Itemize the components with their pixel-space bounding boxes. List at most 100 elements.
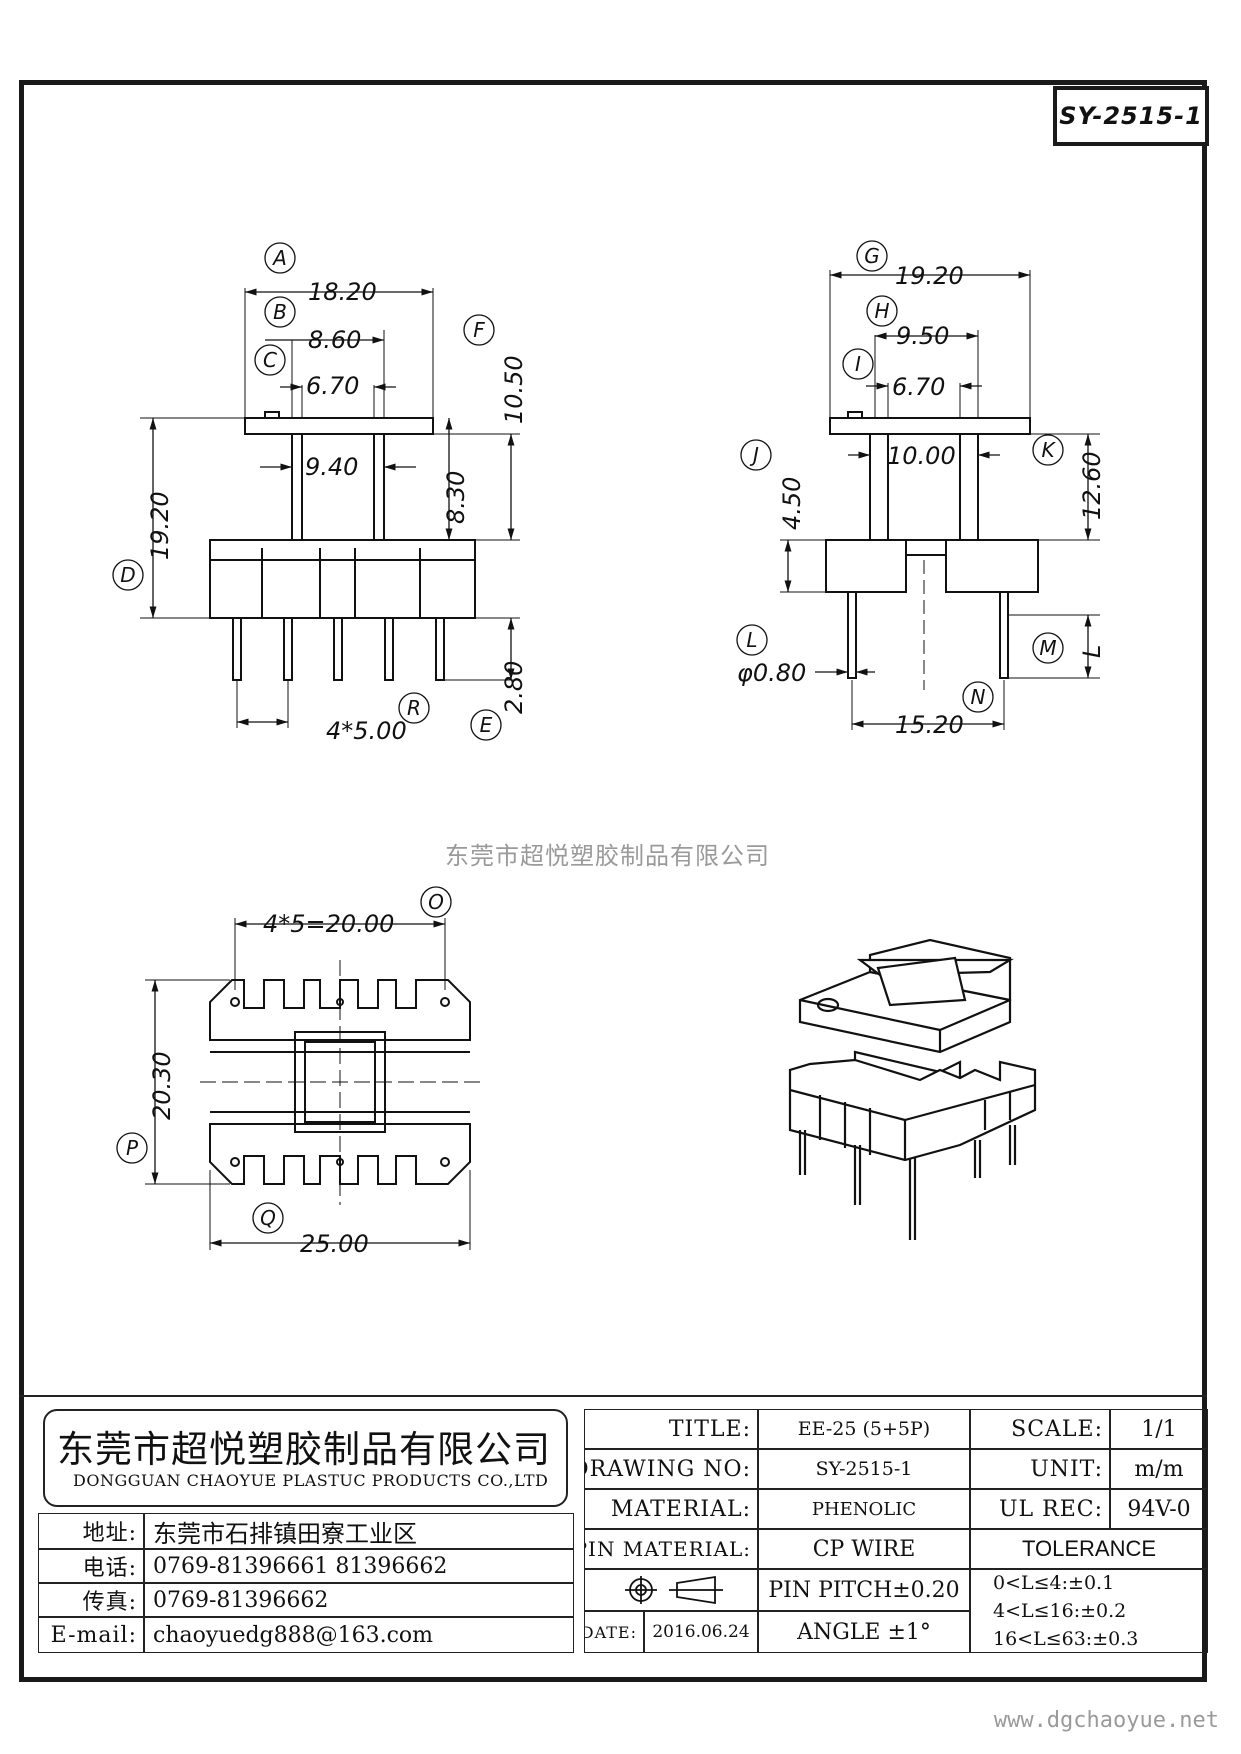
dim-A: 18.20 [308,278,377,306]
balloon-letter: C [263,348,277,372]
balloon-G: G [856,240,888,272]
front-base [209,539,476,619]
side-bobbin-core [869,433,979,541]
drawing-frame [19,80,1207,1682]
drawing-code: SY-2515-1 [1059,102,1203,130]
balloon-letter: R [407,696,421,720]
pin-material-value: CP WIRE [758,1529,970,1569]
angle-tolerance: ANGLE ±1° [758,1611,970,1653]
balloon-H: H [866,295,898,327]
unit-value: m/m [1110,1449,1208,1489]
isometric-view [788,938,1037,1240]
scale-label: SCALE: [970,1409,1110,1449]
balloon-letter: G [864,244,880,268]
fax-value: 0769-81396662 [144,1583,574,1617]
company-name-cn: 东莞市超悦塑胶制品有限公司 [57,1428,551,1471]
balloon-letter: Q [260,1206,276,1230]
front-pin [435,617,445,681]
side-pin [847,591,857,679]
balloon-letter: B [273,300,287,324]
watermark: 东莞市超悦塑胶制品有限公司 [445,842,770,870]
top-view [145,918,480,1250]
website: www.dgchaoyue.net [993,1708,1219,1733]
side-base-left [825,539,907,593]
front-pin [283,617,293,681]
side-base-right [945,539,1039,593]
dim-inner-front: 9.40 [305,453,358,481]
fax-label: 传真: [38,1583,144,1617]
front-bobbin-core [291,433,385,541]
tolerance-row: 0<L≤4:±0.1 [993,1572,1115,1594]
front-view [140,288,520,728]
balloon-letter: D [120,563,135,587]
dim-inner-side: 10.00 [887,442,956,470]
balloon-letter: N [971,685,986,709]
balloon-A: A [264,242,296,274]
date-value: 2016.06.24 [644,1611,758,1653]
balloon-F: F [463,314,495,346]
first-angle-projection-icon [625,1575,723,1605]
side-pin [999,591,1009,679]
unit-label: UNIT: [970,1449,1110,1489]
pin-material-label: PIN MATERIAL: [584,1529,758,1569]
phone-value: 0769-81396661 81396662 [144,1549,574,1583]
dim-E: 2.80 [500,661,528,714]
drawing-code-box: SY-2515-1 [1053,86,1209,146]
dim-L: φ0.80 [737,659,806,687]
dim-H: 9.50 [896,322,949,350]
phone-label: 电话: [38,1549,144,1583]
material-value: PHENOLIC [758,1489,970,1529]
email-label: E-mail: [38,1617,144,1653]
dim-O: 4*5=20.00 [263,910,394,938]
dim-P: 20.30 [148,1051,176,1120]
balloon-letter: F [473,318,485,342]
email-value: chaoyuedg888@163.com [144,1617,574,1653]
balloon-letter: H [874,299,889,323]
balloon-P: P [116,1132,148,1164]
title-block-top-rule [19,1395,1207,1397]
title-block: 东莞市超悦塑胶制品有限公司 DONGGUAN CHAOYUE PLASTUC P… [19,1395,1208,1675]
balloon-J: J [740,439,772,471]
company-box: 东莞市超悦塑胶制品有限公司 DONGGUAN CHAOYUE PLASTUC P… [43,1409,568,1507]
front-pin [384,617,394,681]
dim-Q: 25.00 [300,1230,369,1258]
dim-C: 6.70 [306,372,359,400]
dim-F: 10.50 [500,355,528,424]
balloon-letter: L [746,628,757,652]
balloon-letter: P [126,1136,139,1160]
balloon-letter: M [1039,636,1056,660]
date-label: DATE: [584,1611,644,1653]
balloon-K: K [1032,434,1064,466]
address-value: 东莞市石排镇田寮工业区 [144,1513,574,1549]
pin-pitch: PIN PITCH±0.20 [758,1569,970,1611]
tolerance-row: 16<L≤63:±0.3 [993,1628,1139,1650]
balloon-D: D [112,559,144,591]
dim-front-h2: 8.30 [442,471,470,524]
dim-K: 12.60 [1078,451,1106,520]
dimension-labels: 18.20 8.60 6.70 9.40 4*5.00 19.20 10.50 … [146,262,1106,1258]
balloon-letter: O [428,890,444,914]
balloon-N: N [962,681,994,713]
balloon-C: C [254,344,286,376]
side-view [780,270,1100,730]
balloon-letter: K [1041,438,1056,462]
balloon-L: L [736,624,768,656]
front-pin [333,617,343,681]
dim-M: L [1078,645,1106,658]
title-label: TITLE: [584,1409,758,1449]
balloon-E: E [470,709,502,741]
ul-rec-label: UL REC: [970,1489,1110,1529]
drawing-no-value: SY-2515-1 [758,1449,970,1489]
tolerance-table: 0<L≤4:±0.1 4<L≤16:±0.2 16<L≤63:±0.3 [970,1569,1208,1653]
balloon-letter: I [855,352,861,376]
balloon-letter: E [480,713,493,737]
material-label: MATERIAL: [584,1489,758,1529]
drawing-no-label: DRAWING NO: [584,1449,758,1489]
balloon-R: R [398,692,430,724]
balloon-B: B [264,296,296,328]
address-label: 地址: [38,1513,144,1549]
dim-N: 15.20 [895,711,964,739]
balloon-M: M [1032,632,1064,664]
dim-B: 8.60 [308,326,361,354]
